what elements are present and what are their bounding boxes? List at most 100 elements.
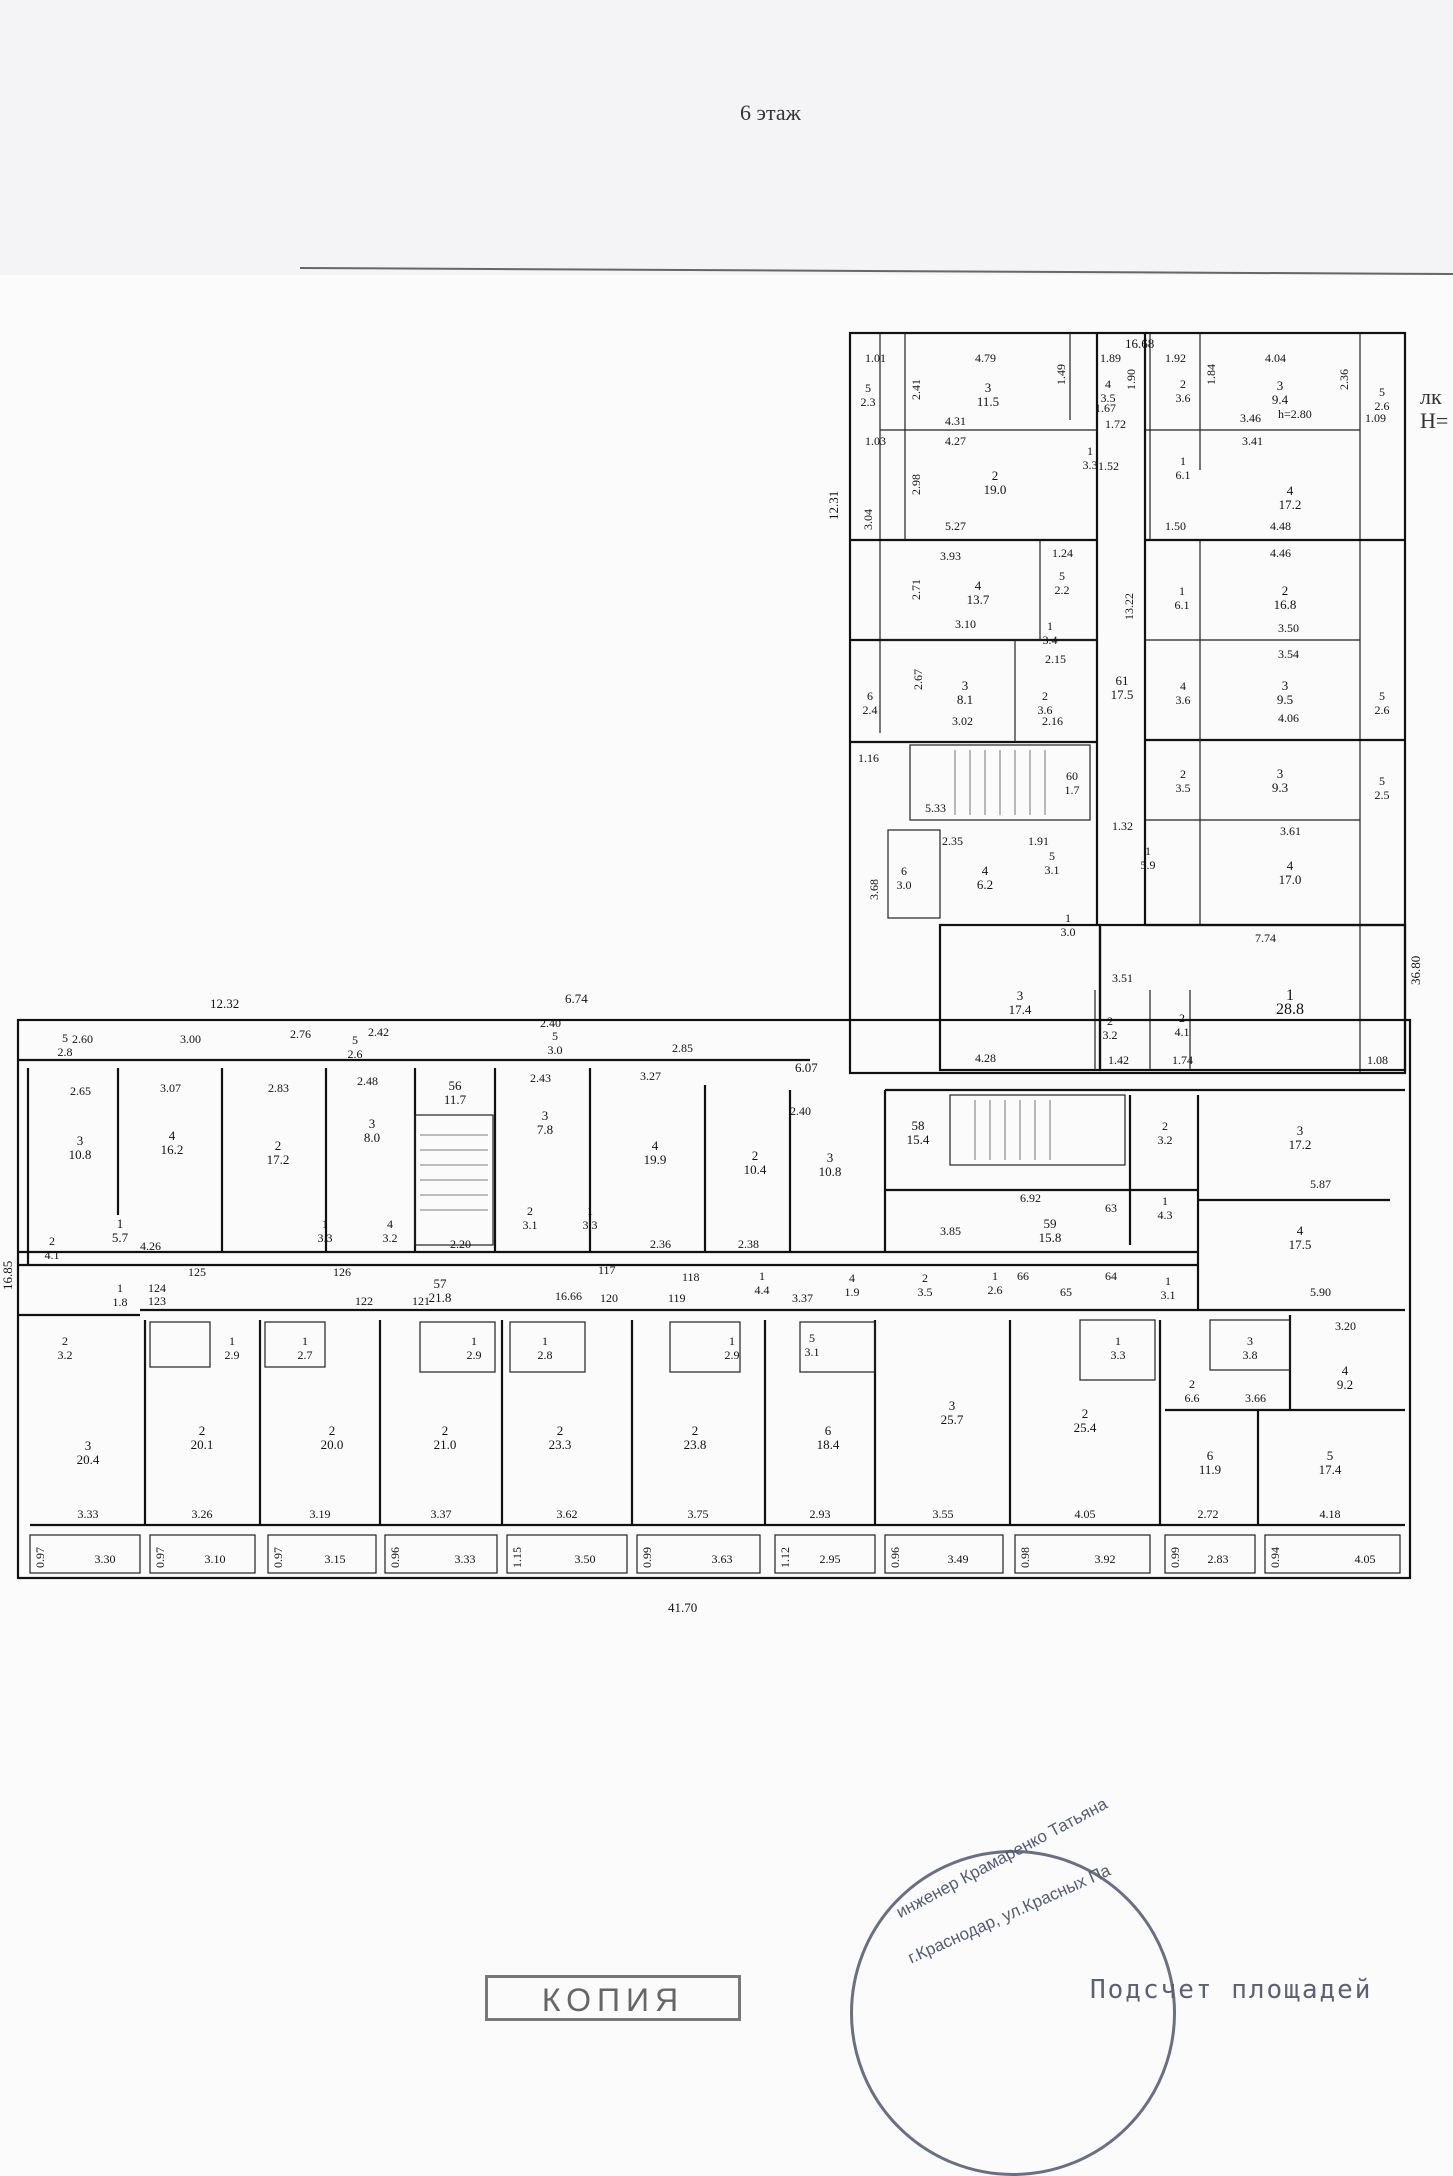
dim: 2.83: [1208, 1552, 1229, 1566]
dim: 1.32: [1112, 819, 1133, 833]
bath-box: [1209, 1319, 1291, 1371]
h-note: h=2.80: [1278, 407, 1312, 421]
dim: 2.48: [357, 1074, 378, 1088]
dim: 0.97: [33, 1547, 47, 1568]
balcony: [884, 1534, 1004, 1574]
dim: 1.89: [1100, 351, 1121, 365]
dim: 1.91: [1028, 834, 1049, 848]
dim: 2.76: [290, 1027, 311, 1041]
dim: 2.95: [820, 1552, 841, 1566]
dim: 1.50: [1165, 519, 1186, 533]
dim: 3.20: [1335, 1319, 1356, 1333]
dim: 2.15: [1045, 652, 1066, 666]
dim: 13.22: [1122, 593, 1136, 620]
balcony: [1164, 1534, 1256, 1574]
bottom-dimensions: 3.30 3.10 3.15 3.33 3.50 3.63 2.95 3.49 …: [95, 1552, 1376, 1566]
dim: 4.05: [1355, 1552, 1376, 1566]
dim: 3.02: [952, 714, 973, 728]
dim: 3.51: [1112, 971, 1133, 985]
dim: 3.30: [95, 1552, 116, 1566]
dim: 2.36: [650, 1237, 671, 1251]
dim: 3.85: [940, 1224, 961, 1238]
area-note: Подсчет площадей: [1090, 1975, 1373, 2005]
dim: 1.72: [1105, 417, 1126, 431]
balcony: [774, 1534, 876, 1574]
mark: 125: [188, 1265, 206, 1279]
dim: 5.90: [1310, 1285, 1331, 1299]
floor-title: 6 этаж: [740, 100, 801, 125]
balcony: [149, 1534, 256, 1574]
dim: 4.31: [945, 414, 966, 428]
room-width-dimensions: 3.33 3.26 3.19 3.37 3.62 3.75 2.93 3.55 …: [78, 1507, 1341, 1521]
dim-middle: 6.74: [565, 991, 588, 1006]
dim: 3.93: [940, 549, 961, 563]
stair-right: [909, 744, 1091, 821]
bath-box: [264, 1321, 326, 1368]
dim: 2.38: [738, 1237, 759, 1251]
dim: 0.96: [888, 1547, 902, 1568]
mark: 122: [355, 1294, 373, 1308]
copy-stamp: КОПИЯ: [485, 1975, 741, 2021]
dim: 3.41: [1242, 434, 1263, 448]
dim-left-edge: 16.85: [0, 1261, 15, 1290]
dim: 3.26: [192, 1507, 213, 1521]
stair-middle: [949, 1094, 1126, 1166]
dim: 0.99: [640, 1547, 654, 1568]
dim: 3.50: [1278, 621, 1299, 635]
dim: 1.01: [865, 351, 886, 365]
dim: 3.50: [575, 1552, 596, 1566]
dim: 4.28: [975, 1051, 996, 1065]
dim: 3.46: [1240, 411, 1261, 425]
dim: 2.43: [530, 1071, 551, 1085]
dim: 3.62: [557, 1507, 578, 1521]
dim-mid-right: 6.07: [795, 1060, 818, 1075]
bath-box: [149, 1321, 211, 1368]
dim: 3.27: [640, 1069, 661, 1083]
dim: 0.98: [1018, 1547, 1032, 1568]
mark: 118: [682, 1270, 700, 1284]
dim: 2.35: [942, 834, 963, 848]
dim: 3.92: [1095, 1552, 1116, 1566]
dim: 2.20: [450, 1237, 471, 1251]
mark: 124: [148, 1281, 166, 1295]
dim: 1.49: [1054, 364, 1068, 385]
bath-box: [419, 1321, 496, 1373]
dim: 0.97: [271, 1547, 285, 1568]
dim: 3.04: [861, 509, 875, 530]
dim: 2.42: [368, 1025, 389, 1039]
dim: 1.74: [1172, 1053, 1193, 1067]
dim: 4.26: [140, 1239, 161, 1253]
dim: 0.99: [1168, 1547, 1182, 1568]
dim: 1.84: [1204, 364, 1218, 385]
seal-stamp: [850, 1850, 1176, 2176]
